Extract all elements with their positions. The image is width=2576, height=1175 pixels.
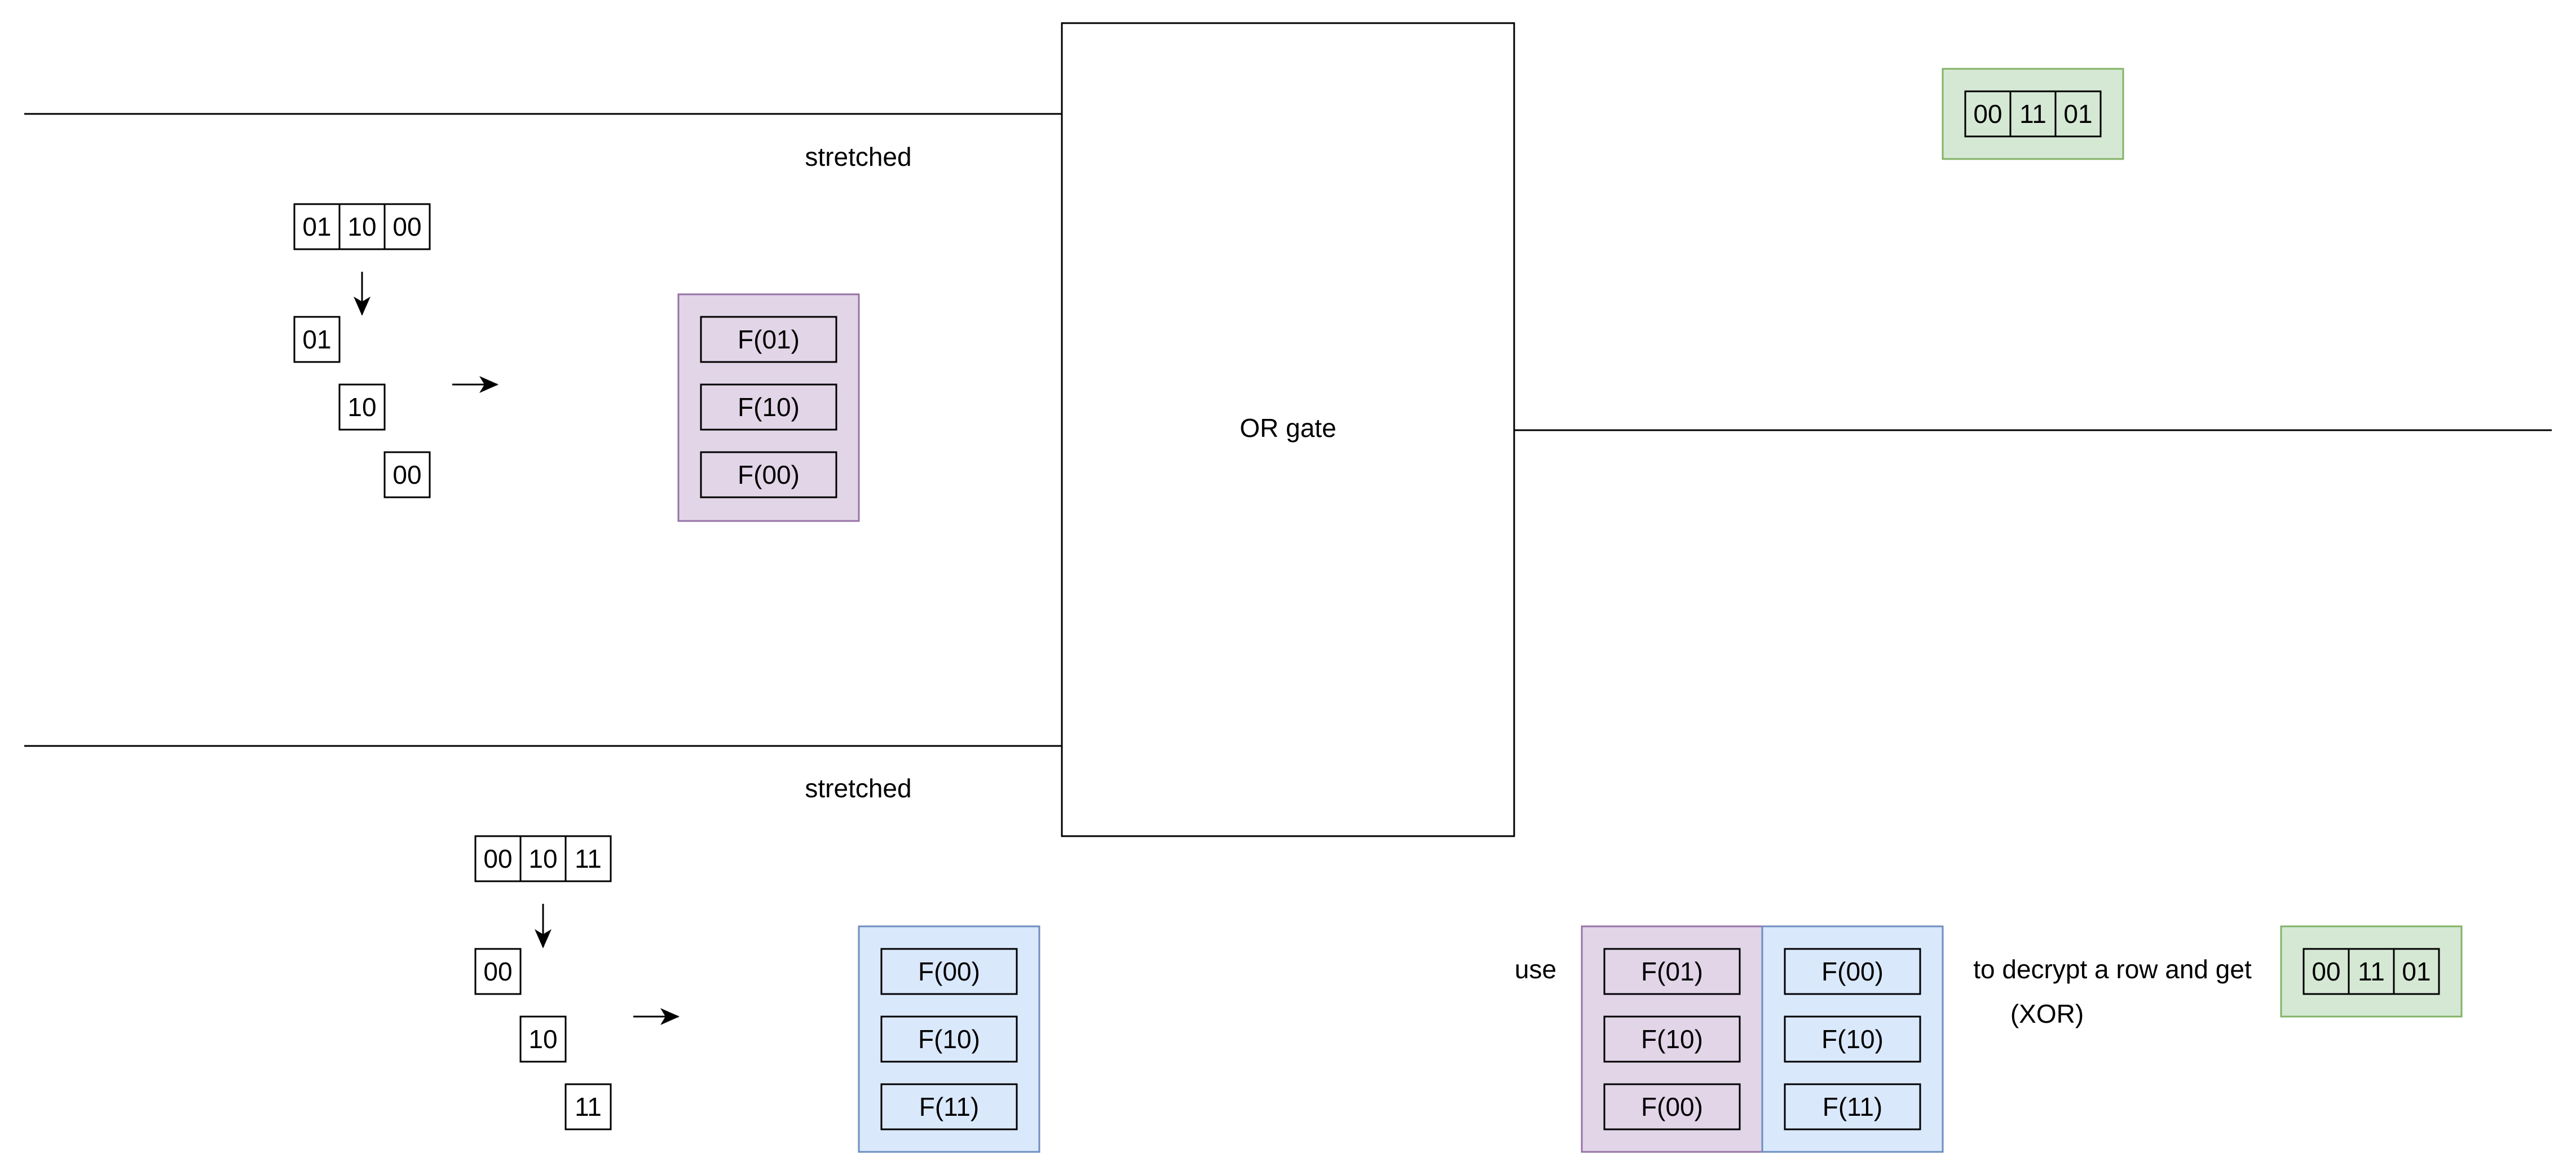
garbled-label: F(10) <box>1641 1024 1703 1054</box>
output-bits: 00 11 01 <box>1942 68 2124 160</box>
split-bit: 01 <box>302 325 331 354</box>
split-bit: 00 <box>483 957 512 986</box>
garbled-label: F(00) <box>1641 1092 1703 1121</box>
stretched-label-a: stretched <box>805 142 911 171</box>
bit-cell: 11 <box>575 844 602 873</box>
bit-cell: 10 <box>347 212 376 241</box>
garbled-label: F(00) <box>918 957 980 986</box>
input-b-garbled-labels: F(00) F(10) F(11) <box>858 925 1040 1153</box>
garbled-label: F(00) <box>738 460 800 489</box>
result-bit: 01 <box>2402 957 2431 986</box>
stretched-label-b: stretched <box>805 774 911 803</box>
bit-cell: 01 <box>302 212 331 241</box>
result-bit: 00 <box>2312 957 2340 986</box>
output-bit: 11 <box>2019 99 2046 129</box>
garbled-label: F(01) <box>738 325 800 354</box>
split-bit: 10 <box>528 1024 557 1054</box>
result-bit: 11 <box>2358 957 2385 986</box>
or-gate-label: OR gate <box>1240 413 1336 443</box>
split-bit: 00 <box>392 460 421 489</box>
input-a-split-bits: 01 10 00 <box>293 316 431 498</box>
garbled-label: F(10) <box>738 392 800 422</box>
garbled-label: F(00) <box>1821 957 1884 986</box>
garbled-label: F(10) <box>1821 1024 1884 1054</box>
or-gate-box <box>1061 22 1515 837</box>
input-a-bit-array: 01 10 00 <box>293 203 431 250</box>
output-bit: 00 <box>1973 99 2002 129</box>
bit-cell: 00 <box>483 844 512 873</box>
garbled-label: F(11) <box>1823 1092 1883 1121</box>
split-bit: 11 <box>575 1092 602 1121</box>
garbled-label: F(10) <box>918 1024 980 1054</box>
decrypt-left-column: F(01) F(10) F(00) <box>1581 925 1763 1153</box>
bit-cell: 10 <box>528 844 557 873</box>
input-b-split-bits: 00 10 11 <box>474 948 612 1130</box>
split-bit: 10 <box>347 392 376 422</box>
garbled-label: F(01) <box>1641 957 1703 986</box>
bit-cell: 00 <box>392 212 421 241</box>
input-b-bit-array: 00 10 11 <box>474 835 612 882</box>
decrypt-text-line1: to decrypt a row and get <box>1973 955 2252 984</box>
decrypt-right-column: F(00) F(10) F(11) <box>1761 925 1944 1153</box>
input-a-garbled-labels: F(01) F(10) F(00) <box>677 293 860 522</box>
decrypt-result-bits: 00 11 01 <box>2280 925 2463 1018</box>
decrypt-text-line2: (XOR) <box>2010 999 2084 1028</box>
use-label: use <box>1515 955 1556 984</box>
garbled-label: F(11) <box>919 1092 980 1121</box>
output-bit: 01 <box>2063 99 2092 129</box>
